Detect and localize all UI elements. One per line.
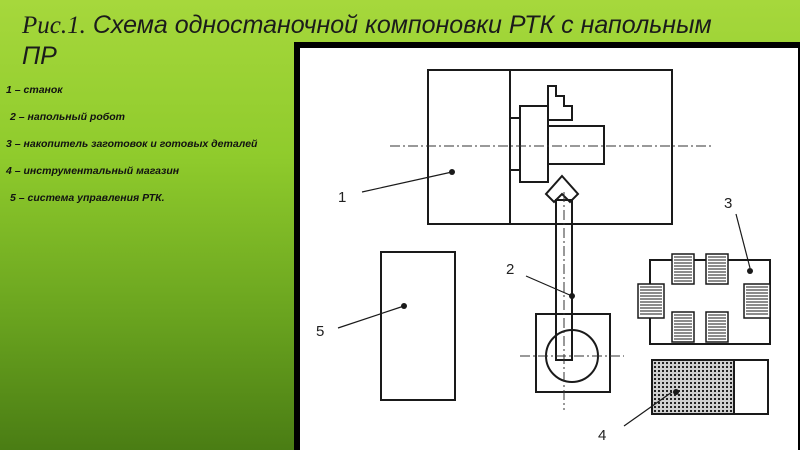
- leader-1: [361, 171, 453, 193]
- legend: 1 – станок 2 – напольный робот 3 – накоп…: [6, 82, 286, 217]
- marker-dot: [449, 169, 455, 175]
- callout-2: 2: [506, 261, 514, 278]
- marker-dot: [673, 389, 679, 395]
- layout-diagram: 1 2 3 4 5: [300, 48, 798, 450]
- robot-gripper: [544, 174, 580, 204]
- control-cabinet: [380, 251, 456, 401]
- marker-dot: [401, 303, 407, 309]
- machine-workpiece: [547, 125, 605, 165]
- leader-4: [623, 391, 673, 427]
- title-text: Схема одностаночной компоновки РТК с нап…: [22, 11, 712, 70]
- tool-magazine-fill: [653, 361, 733, 413]
- tool-magazine: [651, 359, 769, 415]
- slide-title: Рис.1. Схема одностаночной компоновки РТ…: [22, 10, 722, 72]
- leader-2: [525, 275, 573, 297]
- legend-item: 4 – инструментальный магазин: [6, 165, 180, 177]
- leader-5: [337, 305, 405, 329]
- callout-5: 5: [316, 323, 324, 340]
- callout-3: 3: [724, 195, 732, 212]
- callout-4: 4: [598, 427, 606, 444]
- legend-item: 3 – накопитель заготовок и готовых детал…: [6, 138, 258, 150]
- marker-dot: [747, 268, 753, 274]
- legend-item: 1 – станок: [6, 84, 63, 96]
- title-number: 1.: [67, 12, 86, 39]
- leader-3: [735, 213, 751, 269]
- legend-item: 2 – напольный робот: [10, 111, 126, 123]
- storage-cell: [637, 283, 665, 319]
- machine-body: [427, 69, 673, 225]
- legend-item: 5 – система управления РТК.: [10, 192, 165, 204]
- callout-1: 1: [338, 189, 346, 206]
- robot-base: [535, 313, 611, 393]
- title-prefix: Рис.: [22, 12, 68, 39]
- machine-jaws: [547, 85, 573, 121]
- storage-cell: [743, 283, 771, 319]
- figure-panel: 1 2 3 4 5: [294, 42, 800, 450]
- storage-hatching: [640, 256, 768, 340]
- marker-dot: [569, 293, 575, 299]
